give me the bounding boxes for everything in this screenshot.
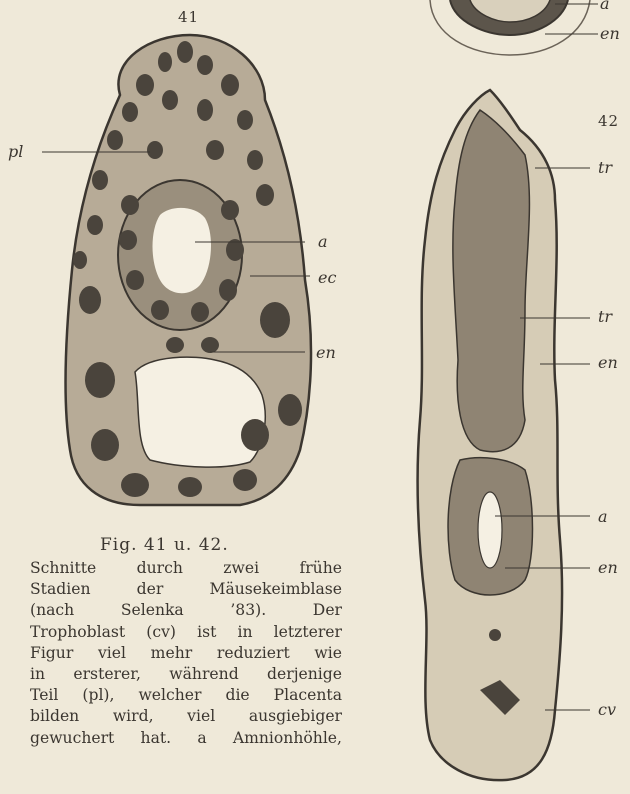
fig42-label-tr-2: tr: [598, 307, 612, 326]
caption-text: Schnitte durch zwei frühe Stadien der Mä…: [30, 558, 342, 749]
caption-line: Trophoblast (cv) ist in letzterer: [30, 622, 342, 643]
fig41-number: 41: [178, 8, 199, 26]
fig41-illustration: [42, 35, 311, 505]
caption-line: Teil (pl), welcher die Placenta: [30, 685, 342, 706]
fig40-partial-illustration: [430, 0, 598, 55]
fig42-label-cv: cv: [598, 700, 616, 719]
caption-line: in ersterer, während derjenige: [30, 664, 342, 685]
fig41-label-pl: pl: [8, 142, 23, 161]
fig42-illustration: [418, 90, 590, 780]
fig42-number: 42: [598, 112, 619, 130]
caption-line: Figur viel mehr reduziert wie: [30, 643, 342, 664]
caption-line: (nach Selenka ’83). Der: [30, 600, 342, 621]
fig41-label-ec: ec: [318, 268, 336, 287]
fig41-label-en: en: [316, 343, 336, 362]
caption-line: Stadien der Mäusekeimblase: [30, 579, 342, 600]
caption-line: bilden wird, viel ausgiebiger: [30, 706, 342, 727]
caption-title: Fig. 41 u. 42.: [100, 535, 229, 555]
fig42-label-en-2: en: [598, 558, 618, 577]
fig42-label-tr-1: tr: [598, 158, 612, 177]
fig40-label-a: a: [600, 0, 610, 13]
caption-line: Schnitte durch zwei frühe: [30, 558, 342, 579]
fig42-label-en-1: en: [598, 353, 618, 372]
fig40-label-en: en: [600, 24, 620, 43]
caption-line: gewuchert hat. a Amnionhöhle,: [30, 728, 342, 749]
fig41-label-a: a: [318, 232, 328, 251]
fig42-label-a: a: [598, 507, 608, 526]
